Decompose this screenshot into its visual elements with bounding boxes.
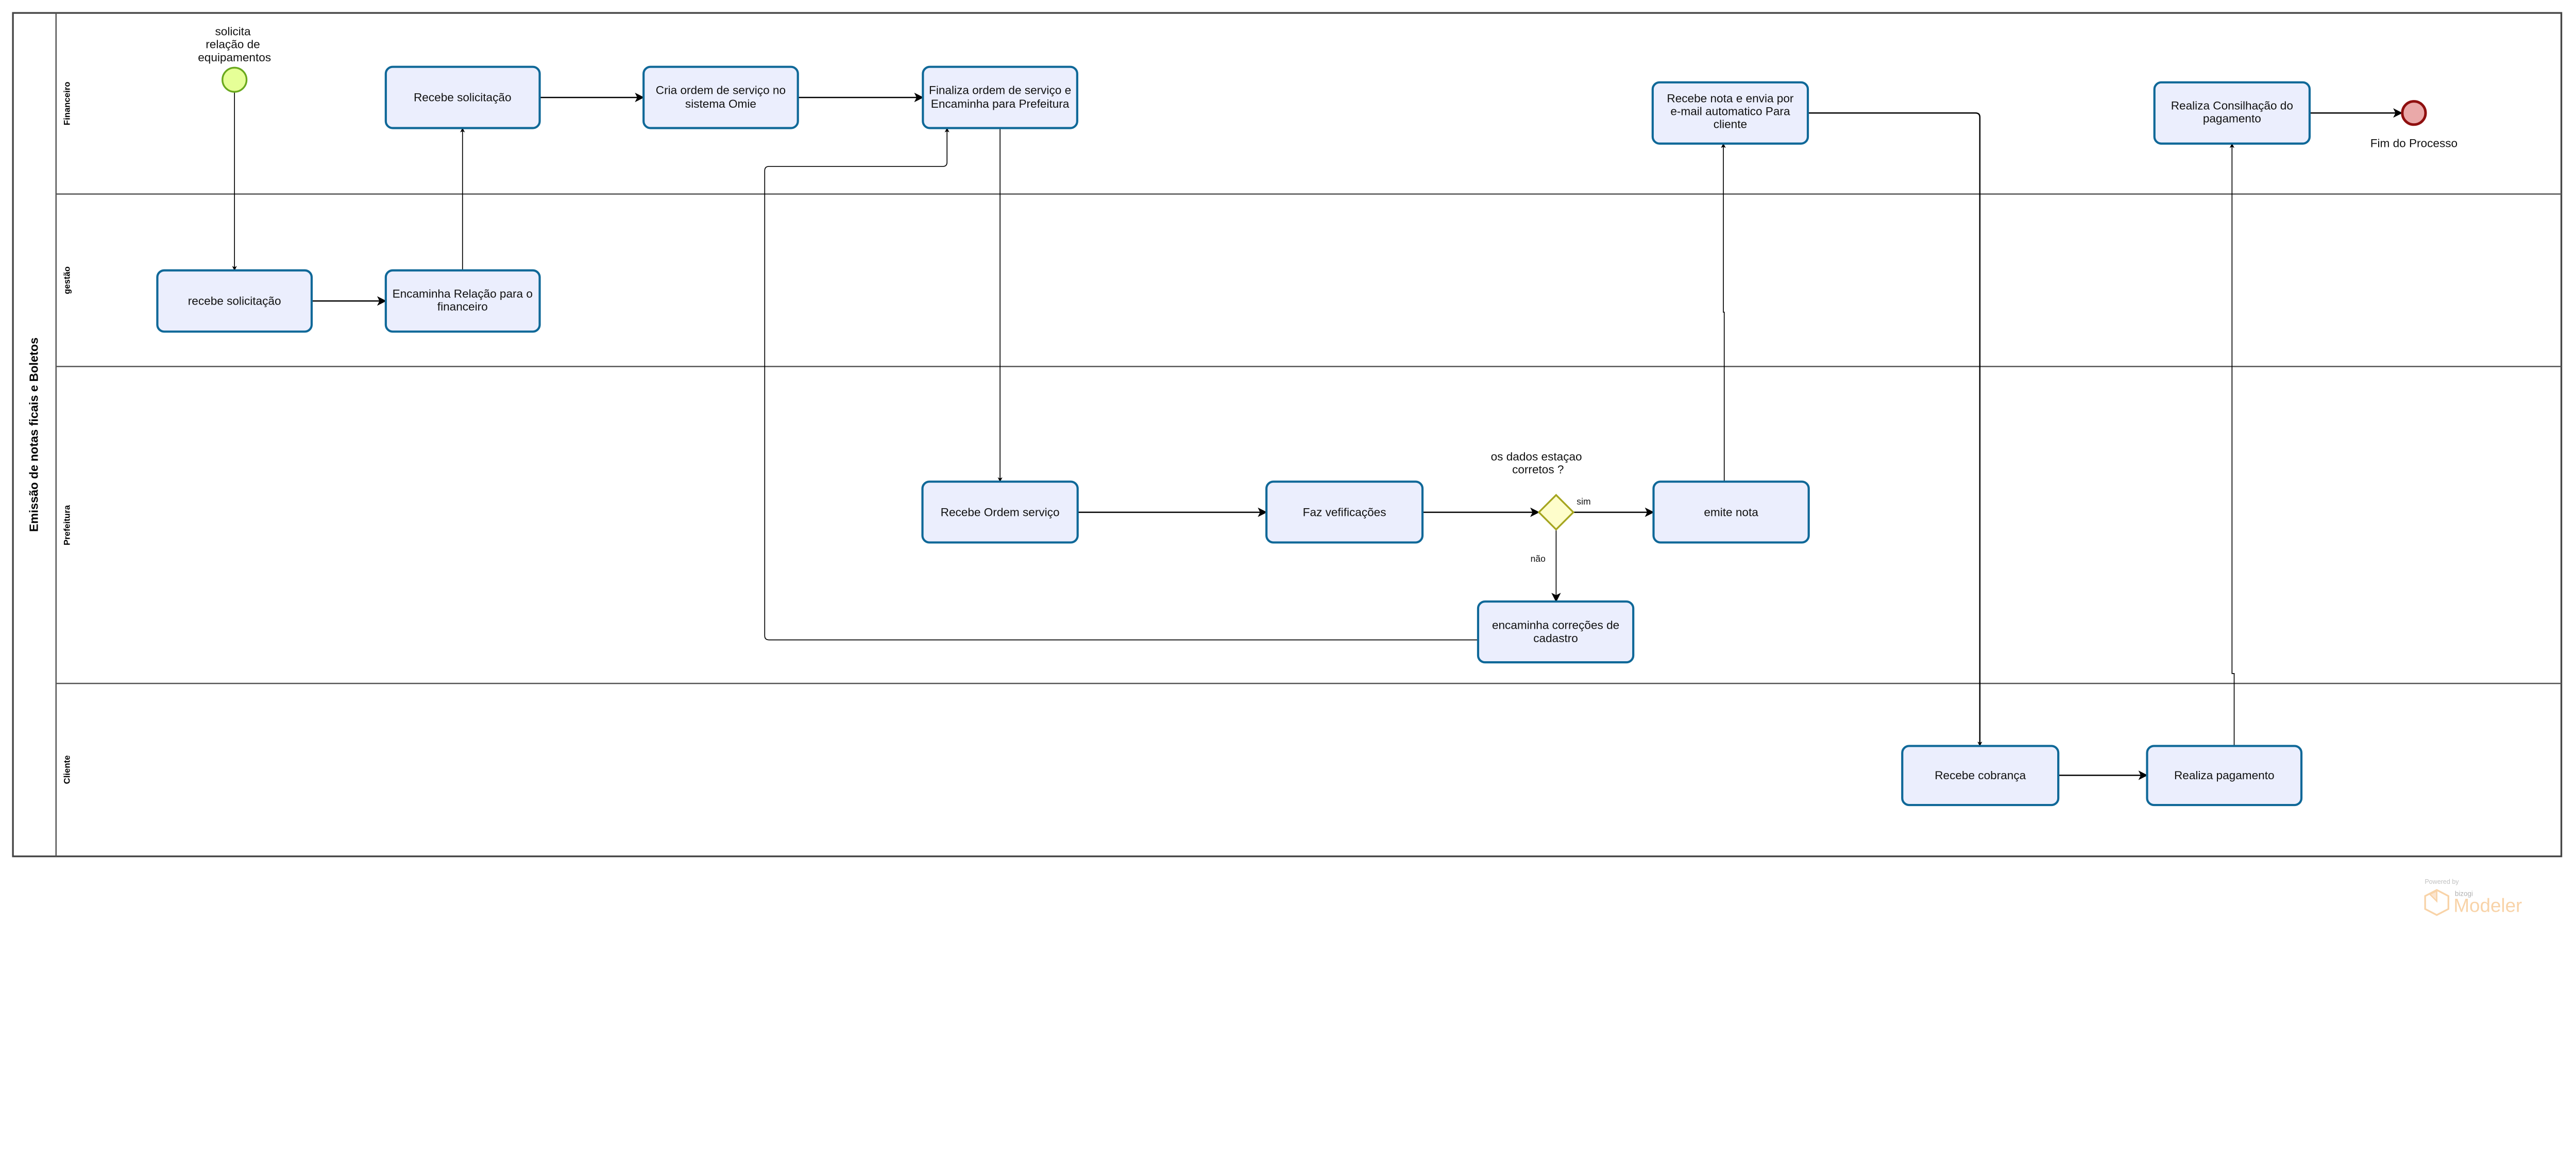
task-label: emite nota <box>1704 506 1758 519</box>
task-label: Recebe cobrança <box>1935 769 2026 782</box>
lane-prefeitura-label: Prefeitura <box>62 505 72 545</box>
task-box[interactable] <box>2146 745 2303 807</box>
flow-recebe-nota-to-cobranca <box>1808 112 1982 747</box>
lane-gestao-label: gestão <box>62 266 72 294</box>
pool-title: Emissão de notas ficais e Boletos <box>27 338 41 532</box>
task-label: cadastro <box>1533 632 1578 645</box>
pool-border <box>12 12 2563 858</box>
pool: Emissão de notas ficais e Boletos <box>12 12 2563 858</box>
task-box[interactable] <box>1652 480 1810 544</box>
task-label: financeiro <box>437 300 488 313</box>
task-label: emite nota <box>1704 506 1758 519</box>
task-label: Finaliza ordem de serviço e <box>929 83 1071 96</box>
task-box[interactable] <box>2153 81 2311 145</box>
task-box[interactable] <box>922 65 1078 129</box>
task-emite-nota[interactable]: emite nota <box>1652 480 1810 544</box>
task-box[interactable] <box>1651 81 1809 145</box>
task-box[interactable] <box>642 65 799 129</box>
bizagi-brand-text: bizogi <box>2455 890 2473 898</box>
exclusive-gateway[interactable]: os dados estaçao corretos ? sim não <box>1491 450 1591 564</box>
lanes: Financeiro gestão Prefeitura Cliente <box>56 82 2562 784</box>
task-label: Recebe Ordem serviço <box>941 506 1060 519</box>
task-label: Recebe cobrança <box>1935 769 2026 782</box>
task-recebe-ordem[interactable]: Recebe Ordem serviço <box>921 480 1079 544</box>
task-box[interactable] <box>1477 600 1635 664</box>
task-label: Recebe nota e envia por <box>1667 92 1794 105</box>
start-event-label: solicita relação de equipamentos <box>198 25 271 64</box>
lane-financeiro-label: Financeiro <box>62 82 72 126</box>
end-event[interactable]: Fim do Processo <box>2370 100 2458 150</box>
bpmn-diagram: Emissão de notas ficais e Boletos Financ… <box>12 12 2563 916</box>
task-label: cliente <box>1714 118 1747 130</box>
task-label: Encaminha Relação para o <box>393 287 533 300</box>
task-label: encaminha correções de <box>1492 619 1619 632</box>
flow-emite-to-recebe-nota <box>1721 143 1726 482</box>
task-box[interactable] <box>921 480 1079 544</box>
task-recebe-cobranca[interactable]: Recebe cobrança <box>1901 745 2060 807</box>
task-label: Realiza pagamento <box>2174 769 2275 782</box>
task-box[interactable] <box>1265 480 1424 544</box>
modeler-product-text: Modeler <box>2453 895 2522 916</box>
task-box[interactable] <box>156 269 313 333</box>
gateway-diamond-icon[interactable] <box>1537 494 1575 531</box>
task-label: pagamento <box>2203 112 2261 125</box>
task-label: Encaminha para Prefeitura <box>931 97 1070 110</box>
start-event[interactable]: solicita relação de equipamentos <box>198 25 271 93</box>
gateway-question: os dados estaçao corretos ? <box>1491 450 1585 476</box>
end-event-circle-icon[interactable] <box>2401 100 2427 126</box>
task-recebe-solicitacao-financeiro[interactable]: Recebe solicitação <box>384 65 541 129</box>
end-event-label: Fim do Processo <box>2370 137 2458 149</box>
task-label: Recebe solicitação <box>414 91 512 104</box>
start-event-circle-icon[interactable] <box>222 66 248 93</box>
task-label: Cria ordem de serviço no <box>656 83 786 96</box>
task-label: e-mail automatico Para <box>1670 105 1790 118</box>
task-label: Faz vefificações <box>1303 506 1386 519</box>
task-label: recebe solicitação <box>188 295 281 308</box>
task-faz-verificacoes[interactable]: Faz vefificações <box>1265 480 1424 544</box>
bizagi-logo-icon <box>2424 889 2450 916</box>
task-box[interactable] <box>384 65 541 129</box>
bizagi-watermark: Powered by bizogi Modeler <box>2424 878 2522 916</box>
powered-by-text: Powered by <box>2425 878 2459 885</box>
gateway-no-label: não <box>1531 554 1546 564</box>
task-label: Recebe solicitação <box>414 91 512 104</box>
task-label: recebe solicitação <box>188 295 281 308</box>
gateway-yes-label: sim <box>1577 496 1590 507</box>
sequence-flows <box>232 92 2403 780</box>
flow-pagamento-to-consilhacao <box>2229 143 2235 746</box>
task-label: sistema Omie <box>685 97 756 110</box>
flow-correcoes-to-finaliza <box>764 127 1478 641</box>
lane-cliente-label: Cliente <box>62 756 72 784</box>
task-label: Realiza pagamento <box>2174 769 2275 782</box>
task-label: Faz vefificações <box>1303 506 1386 519</box>
task-label: Recebe Ordem serviço <box>941 506 1060 519</box>
task-realiza-pagamento[interactable]: Realiza pagamento <box>2146 745 2303 807</box>
task-label: Realiza Consilhação do <box>2171 99 2293 112</box>
task-box[interactable] <box>384 269 541 333</box>
task-recebe-solicitacao-gestao[interactable]: recebe solicitação <box>156 269 313 333</box>
task-box[interactable] <box>1901 745 2060 807</box>
